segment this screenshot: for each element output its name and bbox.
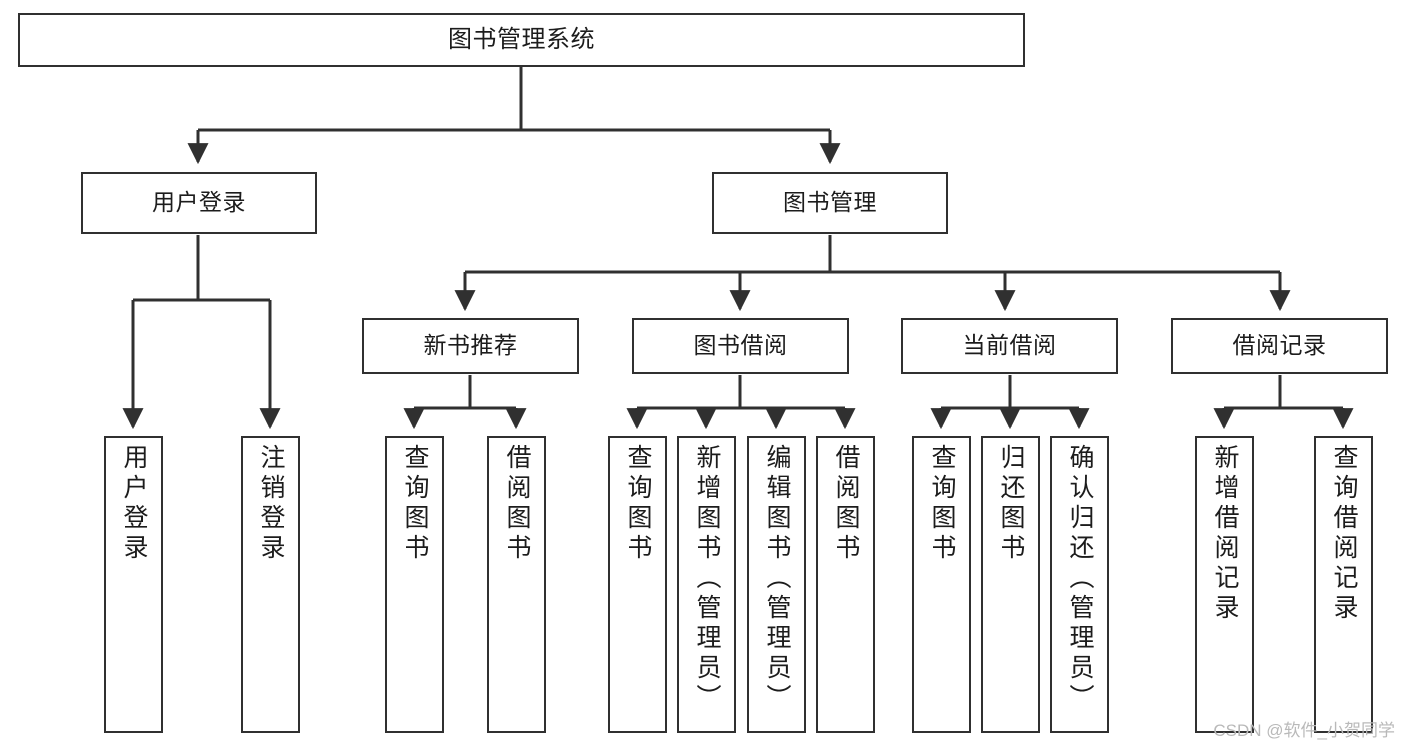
leaf-query-book-new-recommend[interactable]: 查询图书 (385, 436, 444, 733)
node-label: 编辑图书（管理员） (763, 444, 791, 714)
node-current-borrow[interactable]: 当前借阅 (901, 318, 1118, 374)
leaf-query-book-current[interactable]: 查询图书 (912, 436, 971, 733)
node-label: 查询图书 (401, 444, 429, 564)
node-label: 注销登录 (257, 444, 285, 564)
node-book-management-system[interactable]: 图书管理系统 (18, 13, 1025, 67)
node-borrow-record[interactable]: 借阅记录 (1171, 318, 1388, 374)
node-new-book-recommend[interactable]: 新书推荐 (362, 318, 579, 374)
leaf-return-book[interactable]: 归还图书 (981, 436, 1040, 733)
node-book-manage[interactable]: 图书管理 (712, 172, 948, 234)
node-label: 用户登录 (120, 444, 148, 564)
node-label: 图书管理 (783, 189, 877, 216)
node-label: 新书推荐 (423, 332, 518, 359)
leaf-borrow-book-new-recommend[interactable]: 借阅图书 (487, 436, 546, 733)
leaf-edit-book[interactable]: 编辑图书（管理员） (747, 436, 806, 733)
node-label: 查询图书 (928, 444, 956, 564)
leaf-query-book-borrow[interactable]: 查询图书 (608, 436, 667, 733)
node-label: 用户登录 (152, 189, 246, 216)
node-label: 图书借阅 (693, 332, 788, 359)
node-label: 查询借阅记录 (1330, 444, 1358, 624)
leaf-add-book[interactable]: 新增图书（管理员） (677, 436, 736, 733)
node-label: 查询图书 (624, 444, 652, 564)
node-label: 新增图书（管理员） (693, 444, 721, 714)
node-label: 当前借阅 (962, 332, 1057, 359)
node-user-login[interactable]: 用户登录 (81, 172, 317, 234)
node-label: 借阅记录 (1232, 332, 1327, 359)
leaf-query-borrow-record[interactable]: 查询借阅记录 (1314, 436, 1373, 733)
leaf-user-login[interactable]: 用户登录 (104, 436, 163, 733)
node-label: 归还图书 (997, 444, 1025, 564)
leaf-user-logout[interactable]: 注销登录 (241, 436, 300, 733)
node-label: 确认归还（管理员） (1066, 444, 1094, 714)
leaf-borrow-book-borrow[interactable]: 借阅图书 (816, 436, 875, 733)
node-book-borrow[interactable]: 图书借阅 (632, 318, 849, 374)
leaf-add-borrow-record[interactable]: 新增借阅记录 (1195, 436, 1254, 733)
node-label: 新增借阅记录 (1211, 444, 1239, 624)
node-label: 借阅图书 (503, 444, 531, 564)
leaf-confirm-return[interactable]: 确认归还（管理员） (1050, 436, 1109, 733)
node-label: 图书管理系统 (448, 25, 595, 53)
watermark-text: CSDN @软件_小贺同学 (1213, 721, 1395, 740)
node-label: 借阅图书 (832, 444, 860, 564)
